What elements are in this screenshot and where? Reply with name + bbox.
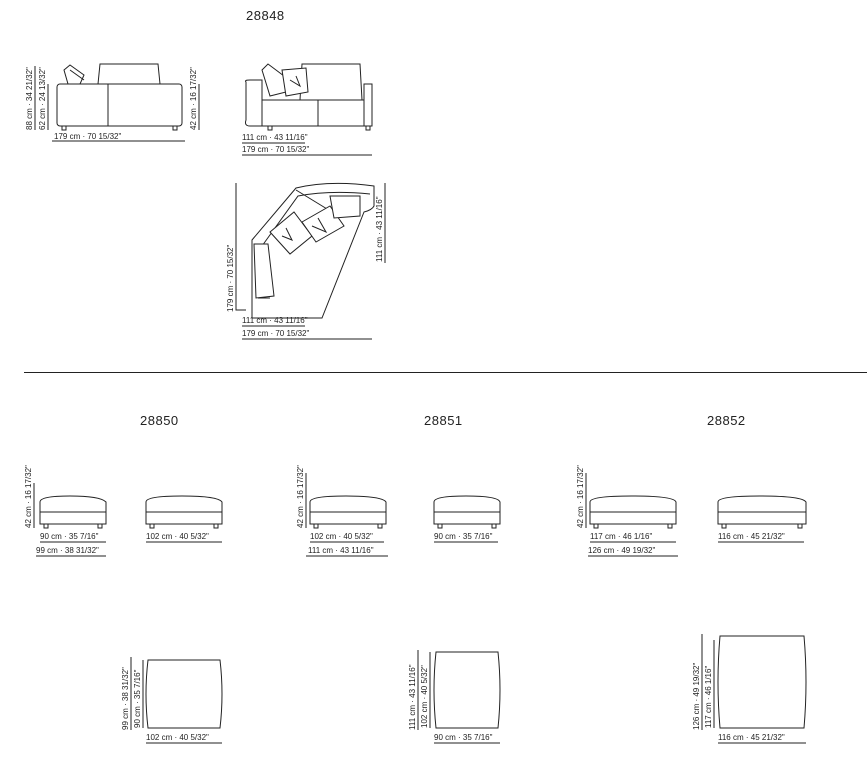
dim-top-right-depth: 111 cm · 43 11/16" xyxy=(375,196,384,262)
dim-28851-top-width: 102 cm · 40 5/32" xyxy=(420,665,429,728)
dim-depth-front: 111 cm · 43 11/16" xyxy=(242,133,308,142)
ottoman-28850-front xyxy=(33,483,107,557)
dim-28850-width: 90 cm · 35 7/16" xyxy=(40,532,99,541)
dim-width-front: 179 cm · 70 15/32" xyxy=(242,145,309,154)
dim-28851-top-depth: 90 cm · 35 7/16" xyxy=(434,733,493,742)
ottoman-28852-front xyxy=(585,473,678,557)
section-divider xyxy=(24,372,867,373)
model-code-28852: 28852 xyxy=(707,413,746,428)
dim-28852-top-overall: 126 cm · 49 19/32" xyxy=(692,663,701,730)
dim-28852-width: 117 cm · 46 1/16" xyxy=(590,532,652,541)
ottoman-28851-top xyxy=(417,650,501,744)
dim-top-depth: 111 cm · 43 11/16" xyxy=(242,316,308,325)
dim-28851-depth: 90 cm · 35 7/16" xyxy=(434,532,493,541)
dim-28850-top-width: 90 cm · 35 7/16" xyxy=(133,669,142,728)
dim-28851-width: 102 cm · 40 5/32" xyxy=(310,532,373,541)
dim-28850-top-depth: 102 cm · 40 5/32" xyxy=(146,733,209,742)
ottoman-28850-side xyxy=(145,495,223,543)
dim-28852-depth: 116 cm · 45 21/32" xyxy=(718,532,785,541)
sofa-side-view xyxy=(34,63,200,142)
model-code-28848: 28848 xyxy=(246,8,285,23)
sofa-front-view xyxy=(242,63,373,156)
dim-28851-height: 42 cm · 16 17/32" xyxy=(296,465,305,528)
dim-28851-overall: 111 cm · 43 11/16" xyxy=(308,546,374,555)
ottoman-28851-front xyxy=(305,473,388,557)
dim-28852-height: 42 cm · 16 17/32" xyxy=(576,465,585,528)
dim-28852-top-depth: 116 cm · 45 21/32" xyxy=(718,733,785,742)
model-code-28850: 28850 xyxy=(140,413,179,428)
dim-28852-top-width: 117 cm · 46 1/16" xyxy=(704,666,713,728)
dim-28850-overall: 99 cm · 38 31/32" xyxy=(36,546,99,555)
dim-height-total: 88 cm · 34 21/32" xyxy=(25,67,34,130)
dim-28851-top-overall: 111 cm · 43 11/16" xyxy=(408,664,417,730)
dim-height-back: 62 cm · 24 13/32" xyxy=(38,67,47,130)
ottoman-28852-top xyxy=(701,634,807,744)
model-code-28851: 28851 xyxy=(424,413,463,428)
dim-width-side: 179 cm · 70 15/32" xyxy=(54,132,121,141)
dim-top-left-length: 179 cm · 70 15/32" xyxy=(226,245,235,312)
dim-28852-overall: 126 cm · 49 19/32" xyxy=(588,546,655,555)
ottoman-28850-top xyxy=(130,657,223,744)
dim-28850-top-overall: 99 cm · 38 31/32" xyxy=(121,667,130,730)
dim-top-width: 179 cm · 70 15/32" xyxy=(242,329,309,338)
ottoman-28851-side xyxy=(433,495,501,543)
ottoman-28852-side xyxy=(717,495,807,543)
dim-28850-depth: 102 cm · 40 5/32" xyxy=(146,532,209,541)
sofa-top-view xyxy=(235,182,386,340)
dim-28850-height: 42 cm · 16 17/32" xyxy=(24,465,33,528)
dim-seat-height: 42 cm · 16 17/32" xyxy=(189,67,198,130)
